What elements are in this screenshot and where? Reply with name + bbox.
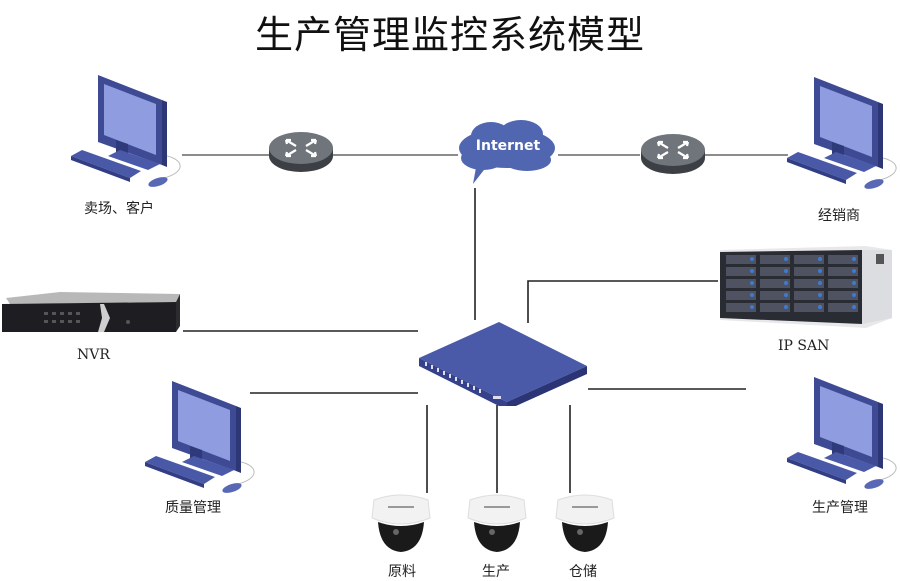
camera-production-label: 生产 [482, 564, 510, 580]
quality-mgmt-node[interactable] [140, 376, 265, 505]
quality-mgmt-label: 质量管理 [165, 500, 221, 516]
nvr-icon [2, 292, 180, 332]
ip-san-node[interactable] [716, 244, 894, 334]
storage-server-icon [720, 246, 892, 328]
cloud-icon [459, 120, 555, 184]
camera-raw-label: 原料 [388, 564, 416, 580]
computer-icon [145, 381, 255, 493]
nvr-label: NVR [77, 347, 110, 363]
camera-storage-label: 仓储 [569, 564, 597, 580]
store-client-label: 卖场、客户 [84, 201, 154, 217]
dome-camera-icon [467, 494, 527, 552]
computer-icon [787, 377, 897, 489]
distributor-label: 经销商 [818, 208, 860, 224]
router-left-node[interactable] [268, 130, 334, 180]
production-mgmt-label: 生产管理 [812, 500, 868, 516]
camera-production-node[interactable] [464, 492, 530, 558]
switch-node[interactable] [415, 318, 591, 410]
production-mgmt-node[interactable] [782, 372, 900, 501]
internet-label: Internet [475, 138, 541, 154]
router-icon [641, 134, 705, 174]
router-right-node[interactable] [640, 132, 706, 182]
store-client-node[interactable] [66, 70, 191, 199]
computer-icon [71, 75, 181, 187]
camera-storage-node[interactable] [552, 492, 618, 558]
ip-san-label: IP SAN [778, 338, 830, 354]
dome-camera-icon [555, 494, 615, 552]
distributor-node[interactable] [782, 72, 900, 201]
link-ipsan-switch [527, 280, 718, 323]
camera-raw-node[interactable] [368, 492, 434, 558]
diagram-title: 生产管理监控系统模型 [254, 13, 645, 57]
router-icon [269, 132, 333, 172]
switch-icon [419, 322, 587, 410]
dome-camera-icon [371, 494, 431, 552]
nvr-node[interactable] [0, 290, 182, 344]
computer-icon [787, 77, 897, 189]
internet-node[interactable]: Internet [455, 118, 561, 190]
